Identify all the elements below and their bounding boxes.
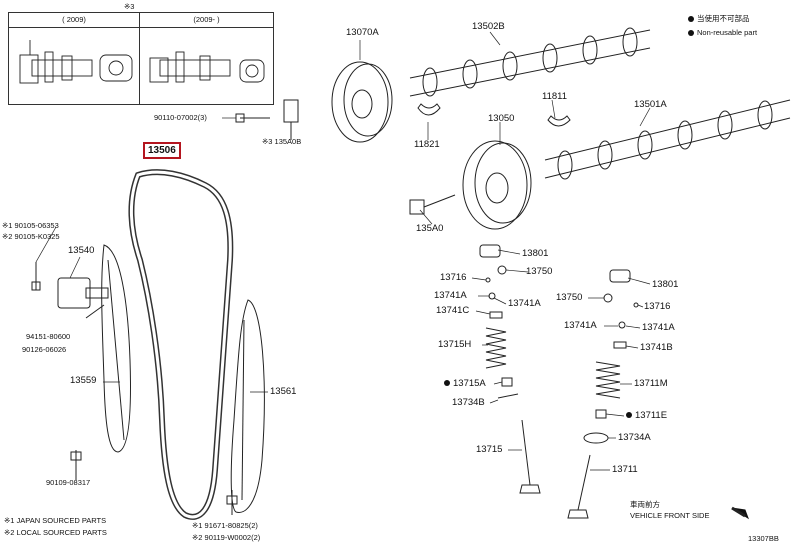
label-13540[interactable]: 13540 [68,245,95,256]
label-11821[interactable]: 11821 [414,139,440,150]
cam-bolt-135A0 [409,194,456,215]
direction-en: VEHICLE FRONT SIDE [630,511,710,520]
label-90105-1[interactable]: ※1 90105-06353 [2,221,59,230]
chain-tensioner-slipper [101,244,131,453]
label-90126[interactable]: 90126-06026 [22,345,67,354]
label-13711E-text: 13711E [635,410,668,421]
label-13050[interactable]: 13050 [488,113,515,124]
label-135A0B[interactable]: ※3 135A0B [262,137,302,146]
camshaft-timing-gear-intake [462,140,532,230]
inset-divider [139,13,140,104]
non-reusable-icon [444,380,450,387]
label-13716-left[interactable]: 13716 [440,272,467,283]
footnote-bolt-1: ※1 91671-80825(2) [192,521,258,530]
legend-text-en: Non-reusable part [697,28,758,37]
direction-jp: 車両前方 [630,500,660,509]
figure-id: 13307BB [748,534,779,543]
label-13750-right[interactable]: 13750 [556,292,583,303]
legend-line-en: Non-reusable part [688,28,757,37]
label-13801-right[interactable]: 13801 [652,279,679,290]
inset-note: ※3 [124,2,135,11]
label-13741A-2[interactable]: 13741A [508,298,541,309]
footnote-bolt-2: ※2 90119-W0002(2) [192,533,261,542]
bearing-11821 [417,103,441,116]
label-13715H[interactable]: 13715H [438,339,472,350]
label-13501A[interactable]: 13501A [634,99,667,110]
inset-left-drawing [19,40,133,84]
label-13750-left[interactable]: 13750 [526,266,553,277]
label-13734A[interactable]: 13734A [618,432,651,443]
chain-tensioner [31,262,109,309]
label-90105-2[interactable]: ※2 90105-K0325 [2,232,60,241]
label-13741B[interactable]: 13741B [640,342,673,353]
label-13561[interactable]: 13561 [270,386,297,397]
label-13711E[interactable]: 13711E [626,411,667,421]
bullet-icon [688,30,694,37]
camshaft-timing-gear-exhaust [331,61,393,143]
label-135A0[interactable]: 135A0 [416,223,444,234]
non-reusable-icon [626,412,632,419]
inset-left-header: ( 2009) [9,13,139,28]
camshaft-exhaust [409,27,651,97]
chain-guide [230,299,265,513]
footnote-japan: ※1 JAPAN SOURCED PARTS [4,516,107,525]
valve-train-left [479,244,541,494]
label-13559[interactable]: 13559 [70,375,97,386]
label-13715[interactable]: 13715 [476,444,503,455]
inset-right-header: (2009- ) [140,13,273,28]
label-90110[interactable]: 90110-07002(3) [154,113,207,122]
label-13715A-text: 13715A [453,378,486,389]
label-13734B[interactable]: 13734B [452,397,485,408]
label-13741A-3[interactable]: 13741A [564,320,597,331]
label-13741A-1[interactable]: 13741A [434,290,467,301]
label-13711M[interactable]: 13711M [634,378,668,389]
bearing-11811 [547,115,571,127]
label-11811[interactable]: 11811 [542,91,568,102]
label-13741A-4[interactable]: 13741A [642,322,675,333]
label-13741C[interactable]: 13741C [436,305,470,316]
label-13801-left[interactable]: 13801 [522,248,549,259]
camshaft-intake [544,99,791,180]
label-94151[interactable]: 94151-80600 [26,332,71,341]
label-13506-highlighted[interactable]: 13506 [143,142,181,159]
bullet-icon [688,16,694,23]
label-90109[interactable]: 90109-08317 [46,478,91,487]
legend-line-jp: 当使用不可部品 [688,14,750,23]
valve-train-right [567,269,639,519]
cam-bolt-135A0B [283,99,299,140]
label-13711[interactable]: 13711 [612,464,638,475]
inset-variant-box: ( 2009) (2009- ) [8,12,274,105]
label-13070A[interactable]: 13070A [346,27,379,38]
label-13715A[interactable]: 13715A [444,379,486,389]
inset-right-drawing [149,51,265,83]
leader-lines [35,31,651,480]
label-13716-right[interactable]: 13716 [644,301,671,312]
label-13502B[interactable]: 13502B [472,21,505,32]
legend-text-jp: 当使用不可部品 [697,14,750,23]
footnote-local: ※2 LOCAL SOURCED PARTS [4,528,107,537]
